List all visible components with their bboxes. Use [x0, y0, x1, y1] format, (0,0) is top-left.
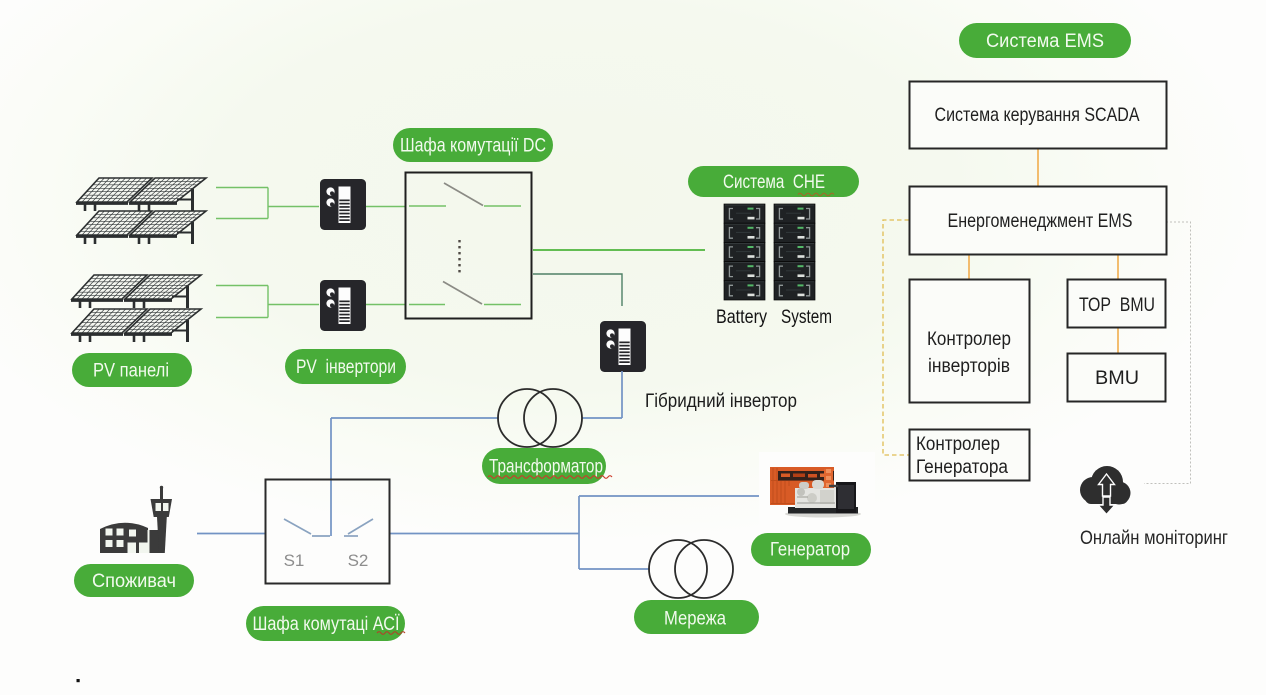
- svg-text:Гібридний інвертор: Гібридний інвертор: [645, 390, 797, 412]
- svg-text:ТОР BMU: ТОР BMU: [1079, 295, 1155, 316]
- svg-text:Шафа комутаці АСЇ: Шафа комутаці АСЇ: [253, 614, 401, 635]
- svg-text:Генератора: Генератора: [916, 457, 1008, 478]
- svg-text:Мережа: Мережа: [664, 609, 726, 630]
- svg-text:Контролер: Контролер: [916, 434, 1000, 455]
- svg-text:Система СНЕ: Система СНЕ: [723, 172, 825, 193]
- svg-text:S1: S1: [284, 551, 305, 570]
- svg-text:Генератор: Генератор: [770, 540, 850, 561]
- svg-text:Споживач: Споживач: [92, 571, 176, 592]
- svg-text:Шафа комутації DC: Шафа комутації DC: [400, 136, 546, 157]
- svg-text:Онлайн моніторинг: Онлайн моніторинг: [1080, 527, 1228, 549]
- svg-text:BMU: BMU: [1095, 368, 1139, 389]
- svg-text:інверторів: інверторів: [928, 356, 1010, 377]
- svg-text:Трансформатор: Трансформатор: [489, 457, 603, 478]
- svg-text:S2: S2: [348, 551, 369, 570]
- svg-text:PV інвертори: PV інвертори: [296, 357, 396, 378]
- svg-text:System: System: [781, 307, 832, 328]
- svg-text:Система керування SCADA: Система керування SCADA: [935, 104, 1140, 126]
- svg-text:PV панелі: PV панелі: [93, 361, 169, 382]
- svg-text:Battery: Battery: [716, 307, 767, 328]
- svg-text:Система EMS: Система EMS: [986, 31, 1104, 52]
- svg-text:Контролер: Контролер: [927, 329, 1011, 350]
- svg-text:Енергоменеджмент EMS: Енергоменеджмент EMS: [948, 210, 1133, 232]
